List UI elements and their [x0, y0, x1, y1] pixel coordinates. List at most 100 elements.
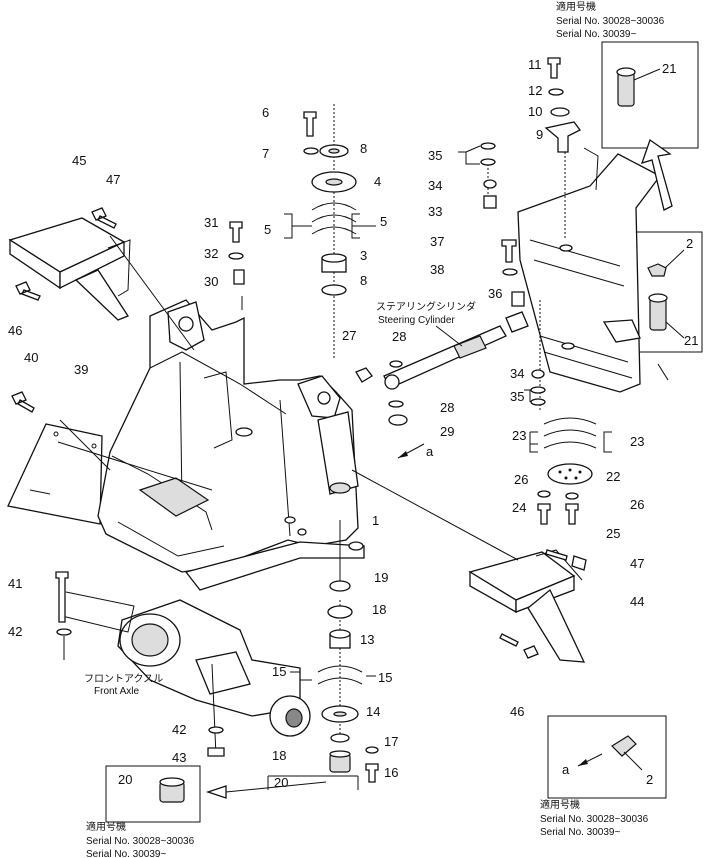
- plate-22: [547, 463, 593, 485]
- frame-opening: [138, 477, 210, 517]
- part-number-labels: 1 2 2 3 4 5 5 6 7 8 8 9 10 11 12 13 14 1…: [8, 57, 698, 790]
- part-number-4: 4: [374, 174, 381, 189]
- plate-39: [7, 423, 103, 525]
- serial-note-top-line2: Serial No. 30028~30036: [556, 16, 665, 27]
- shims-15: [317, 665, 363, 685]
- front-axle-label-en: Front Axle: [94, 686, 139, 697]
- bolt-11: [547, 57, 561, 79]
- nut-43: [207, 747, 225, 757]
- pin-21-top-head: [616, 67, 636, 77]
- bushing-33: [483, 195, 497, 209]
- bolt-41: [55, 571, 69, 623]
- bolt-37: [501, 239, 517, 263]
- washer-29: [388, 414, 408, 426]
- washer-32: [228, 252, 244, 260]
- pin-30: [233, 269, 245, 285]
- part-number-16: 16: [384, 765, 398, 780]
- part-number-12: 12: [528, 83, 542, 98]
- seal-35-lower-b: [530, 398, 546, 406]
- seal-19: [329, 580, 351, 592]
- part-number-22: 22: [606, 469, 620, 484]
- inset-pin-21-right: [631, 231, 703, 353]
- inset-frame: [601, 41, 699, 149]
- inset-frame: [105, 765, 201, 823]
- arrow-to-inset: [205, 785, 227, 799]
- part-number-47: 47: [630, 556, 644, 571]
- part-number-11: 11: [528, 57, 542, 72]
- part-number-25: 25: [606, 526, 620, 541]
- part-number-28: 28: [392, 329, 406, 344]
- serial-note-bottom-left: 適用号機 Serial No. 30028~30036 Serial No. 3…: [86, 820, 195, 858]
- part-number-31: 31: [204, 215, 218, 230]
- part-number-1: 1: [372, 513, 379, 528]
- pin-21-right: [649, 297, 667, 331]
- direction-arrow: [640, 138, 673, 211]
- part-number-43: 43: [172, 750, 186, 765]
- seal-35-upper-b: [480, 158, 496, 166]
- bolt-46-right: [499, 633, 539, 659]
- front-axle-label-jp: フロントアクスル: [84, 673, 163, 685]
- part-number-34: 34: [510, 366, 524, 381]
- seal-28-lower: [388, 400, 404, 408]
- serial-note-bottom-right: 適用号機 Serial No. 30028~30036 Serial No. 3…: [540, 798, 649, 838]
- washer-17: [365, 746, 379, 754]
- part-number-15: 15: [272, 664, 286, 679]
- serial-note-br-line3: Serial No. 30039~: [540, 827, 620, 838]
- steering-cylinder: [383, 311, 529, 390]
- inset-pin-21-top: [601, 41, 699, 149]
- kingpin-housing: [317, 411, 359, 495]
- washer-26-left: [537, 490, 551, 498]
- part-number-8: 8: [360, 141, 367, 156]
- plate-9: [544, 121, 581, 153]
- part-number-14: 14: [366, 704, 380, 719]
- grease-fitting-2: [647, 263, 667, 277]
- part-number-6: 6: [262, 105, 269, 120]
- seal-35-lower-a: [530, 386, 546, 394]
- inset-spacer-20: [105, 765, 201, 823]
- steering-cylinder-label-jp: ステアリングシリンダ: [376, 300, 476, 313]
- part-number-47: 47: [106, 172, 120, 187]
- front-frame-1: [97, 299, 365, 591]
- seal-18: [327, 605, 353, 619]
- part-number-35: 35: [428, 148, 442, 163]
- part-number-26: 26: [514, 472, 528, 487]
- hardware: [11, 57, 597, 783]
- part-number-46: 46: [510, 704, 524, 719]
- steering-cylinder-callout: ステアリングシリンダ Steering Cylinder: [376, 300, 476, 347]
- serial-note-bl-line3: Serial No. 30039~: [86, 849, 166, 858]
- seal-28-upper: [389, 360, 403, 368]
- fitting-27: [355, 367, 373, 383]
- part-number-5: 5: [264, 222, 271, 237]
- part-number-46: 46: [8, 323, 22, 338]
- rear-frame: [517, 138, 673, 393]
- part-number-8: 8: [360, 273, 367, 288]
- part-number-39: 39: [74, 362, 88, 377]
- washer-42-left: [56, 628, 72, 636]
- serial-note-top: 適用号機 Serial No. 30028~30036 Serial No. 3…: [556, 0, 665, 40]
- shims-23: [543, 417, 597, 449]
- part-number-2: 2: [646, 772, 653, 787]
- washer-12: [548, 88, 564, 96]
- serial-note-bl-jp: 適用号機: [86, 820, 126, 833]
- bolt-25: [565, 503, 579, 525]
- part-number-2: 2: [686, 236, 693, 251]
- front-axle: [61, 591, 311, 737]
- inset-view-a: [547, 715, 667, 799]
- view-marker-a: a: [426, 444, 434, 459]
- fender-44: [468, 549, 586, 663]
- part-number-3: 3: [360, 248, 367, 263]
- bolt-31: [229, 221, 243, 243]
- part-number-37: 37: [430, 234, 444, 249]
- front-axle-callout: フロントアクスル Front Axle: [84, 673, 163, 697]
- part-number-23: 23: [512, 428, 526, 443]
- serial-note-top-line3: Serial No. 30039~: [556, 29, 636, 40]
- leader-lines: [57, 104, 566, 799]
- part-number-21: 21: [684, 333, 698, 348]
- serial-note-br-jp: 適用号機: [540, 798, 580, 811]
- part-number-36: 36: [488, 286, 502, 301]
- grease-fitting-2-view: [611, 735, 637, 757]
- part-number-17: 17: [384, 734, 398, 749]
- part-number-38: 38: [430, 262, 444, 277]
- part-number-19: 19: [374, 570, 388, 585]
- washer-38: [502, 268, 518, 276]
